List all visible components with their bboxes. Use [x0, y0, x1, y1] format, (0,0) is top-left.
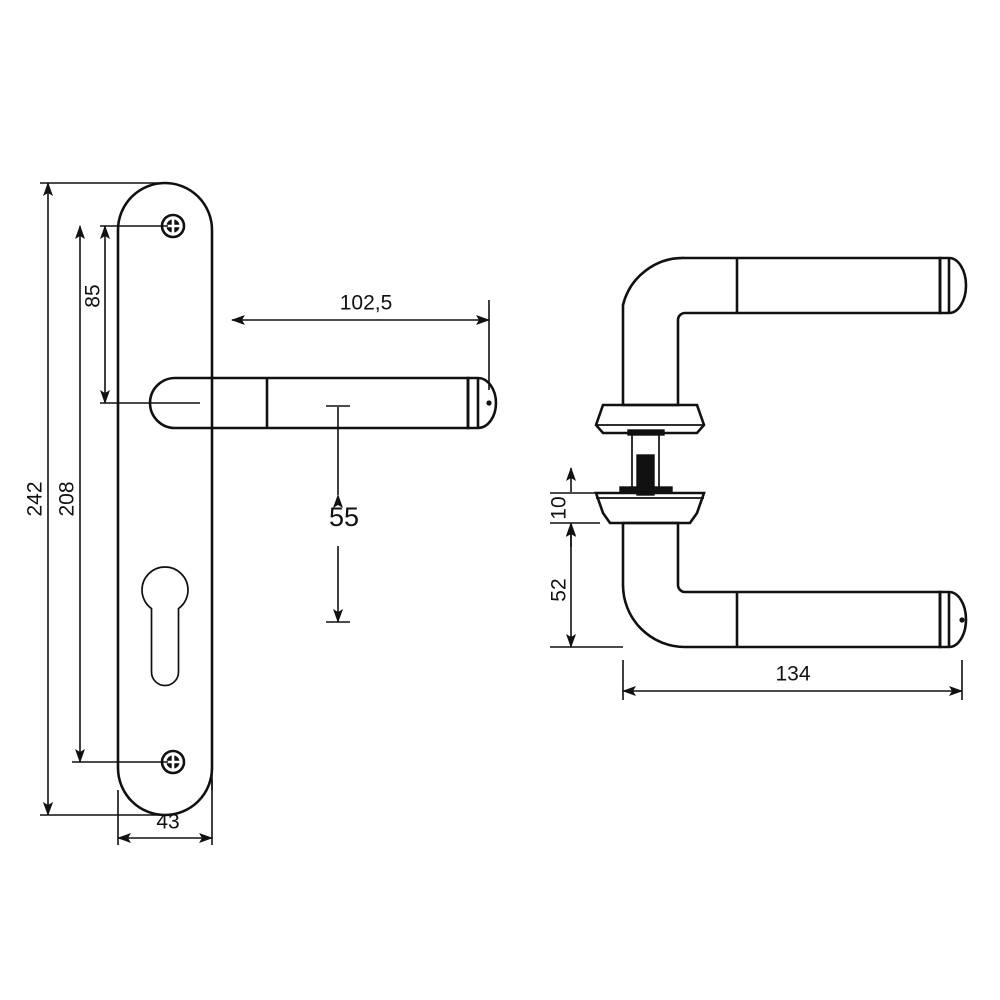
dimension-43-label: 43: [156, 811, 179, 834]
lever-handle-lower: [621, 521, 968, 649]
euro-cylinder-keyhole: [141, 566, 189, 687]
dimension-55: 55: [326, 405, 359, 623]
dimension-208: 208: [56, 225, 85, 763]
dimension-43: 43: [117, 811, 213, 843]
fixing-screw-bottom: [160, 749, 186, 775]
front-elevation-view: 242 208 85 43 102,5 55: [24, 181, 498, 845]
dimension-208-label: 208: [56, 481, 79, 516]
lever-handle-upper: [621, 256, 968, 407]
dimension-102-5: 102,5: [231, 292, 490, 325]
dimension-242: 242: [24, 182, 53, 816]
side-section-view: 10 52 134: [548, 256, 968, 700]
dimension-102-5-label: 102,5: [340, 292, 393, 315]
square-spindle: [619, 429, 673, 496]
dimension-85: 85: [82, 225, 110, 404]
dimension-52-label: 52: [548, 578, 571, 601]
dimension-10-label: 10: [548, 496, 571, 519]
dimension-134-label: 134: [775, 663, 810, 686]
dimension-55-label: 55: [329, 502, 359, 532]
rose-escutcheon-lower: [594, 491, 706, 525]
rose-escutcheon-upper: [594, 403, 706, 435]
fixing-screw-top: [160, 213, 186, 239]
dimension-52: 52: [548, 522, 576, 648]
dimension-134: 134: [622, 663, 963, 696]
lever-handle-front: [148, 376, 498, 430]
dimension-242-label: 242: [24, 481, 47, 516]
dimension-85-label: 85: [82, 284, 105, 307]
